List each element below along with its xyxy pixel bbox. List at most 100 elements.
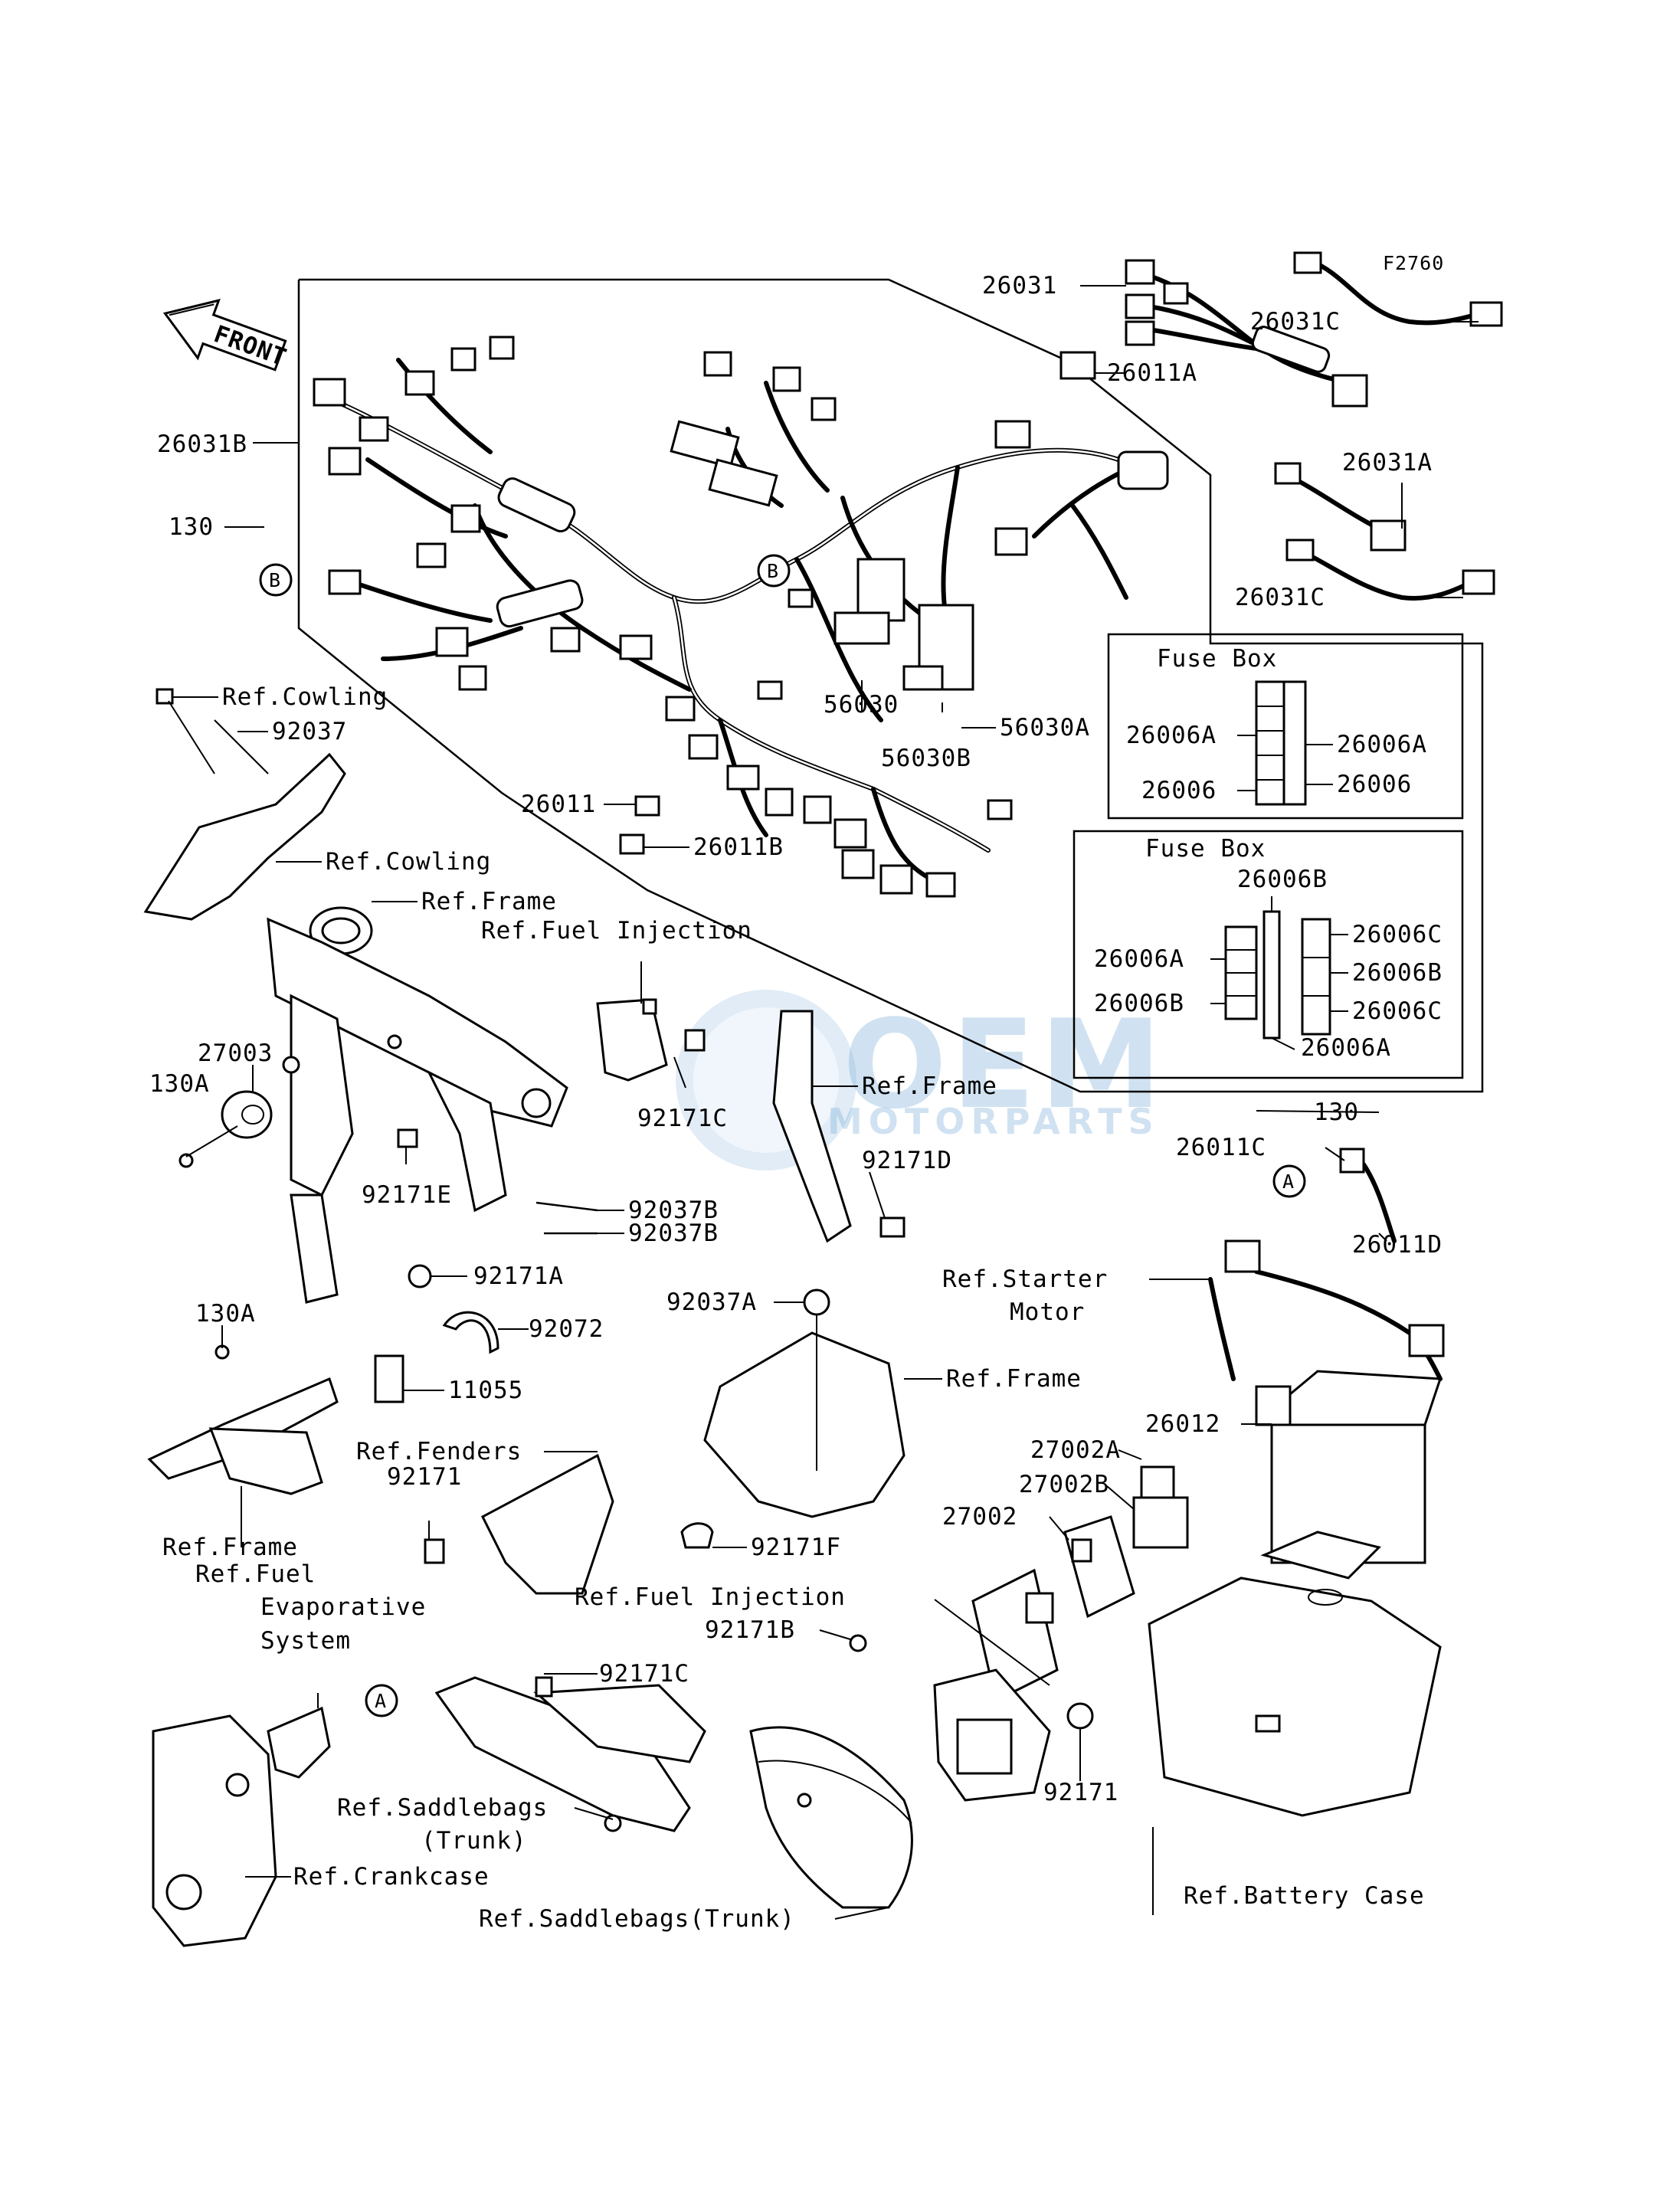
main-harness <box>313 336 1169 898</box>
label-27002b: 27002B <box>1019 1471 1109 1498</box>
circled-ref-b-top: B <box>259 563 293 597</box>
fuse-26006a-left: 26006A <box>1126 722 1217 749</box>
harness-outline <box>297 278 1484 1093</box>
label-92171e: 92171E <box>362 1181 452 1209</box>
fuse-26006c-right-1: 26006C <box>1352 921 1443 948</box>
cowling-bracket <box>143 688 346 921</box>
label-92037a: 92037A <box>666 1288 757 1316</box>
front-arrow-icon: FRONT <box>162 299 290 372</box>
fuse-box-2: Fuse Box 26006B 26006A 26006B 26006C 260… <box>1073 830 1464 1079</box>
fuse-26006b-top: 26006B <box>1237 866 1328 893</box>
connector-26011a <box>1059 351 1096 380</box>
circled-ref-a-right: A <box>1272 1164 1306 1198</box>
saddlebags-bracket <box>434 1676 706 1832</box>
label-26031b: 26031B <box>157 431 247 458</box>
fuse-26006a-right: 26006A <box>1337 731 1427 758</box>
label-26031c-top: 26031C <box>1250 308 1341 336</box>
sub-harness-26031a <box>1274 462 1407 552</box>
part-labels: 26031 26031C 26011A 26031A 26031C 26031B… <box>149 272 1443 1806</box>
svg-text:B: B <box>767 560 779 582</box>
label-26011a: 26011A <box>1107 359 1197 387</box>
label-26012: 26012 <box>1145 1410 1220 1438</box>
label-92171b: 92171B <box>705 1616 795 1644</box>
label-92171f: 92171F <box>751 1534 841 1561</box>
ref-saddlebags-1b: (Trunk) <box>421 1827 527 1855</box>
label-56030: 56030 <box>824 691 899 719</box>
label-92037: 92037 <box>272 718 347 745</box>
fenders-bracket <box>424 1453 614 1595</box>
starter-cable <box>1208 1148 1445 1381</box>
ref-crankcase: Ref.Crankcase <box>293 1863 490 1891</box>
relay-27002b <box>1063 1515 1135 1619</box>
ref-fuel-injection-1: Ref.Fuel Injection <box>481 917 752 945</box>
circled-ref-b-harness: B <box>757 554 791 588</box>
svg-text:A: A <box>1282 1171 1295 1193</box>
ref-frame-3: Ref.Frame <box>946 1365 1082 1393</box>
fuse-26006c-right-3: 26006C <box>1352 997 1443 1025</box>
fuse-box-2-title: Fuse Box <box>1145 835 1266 863</box>
frame-assembly <box>267 906 568 1304</box>
ref-starter-2: Motor <box>1010 1298 1085 1326</box>
label-92171-2: 92171 <box>1043 1779 1118 1806</box>
ref-frame-2: Ref.Frame <box>862 1072 997 1100</box>
label-56030b: 56030B <box>881 745 971 772</box>
fuse-box-1: Fuse Box 26006A 26006 26006A 26006 <box>1107 633 1464 820</box>
svg-text:B: B <box>269 569 281 591</box>
reference-labels: Ref.Cowling Ref.Cowling Ref.Frame Ref.Fu… <box>162 683 1424 1933</box>
ref-fuel-injection-2: Ref.Fuel Injection <box>575 1583 846 1611</box>
evap-bracket <box>267 1693 331 1779</box>
label-26031c-bottom: 26031C <box>1235 584 1325 611</box>
fuse-26006-right: 26006 <box>1337 771 1412 798</box>
ref-cowling-2: Ref.Cowling <box>326 848 491 876</box>
label-130-right: 130 <box>1314 1098 1359 1126</box>
label-11055: 11055 <box>448 1377 523 1404</box>
sub-harness-26031 <box>1125 259 1368 408</box>
label-92171a: 92171A <box>473 1262 564 1290</box>
label-26011: 26011 <box>521 791 596 818</box>
frame-plate <box>703 1288 905 1518</box>
ref-saddlebags-2: Ref.Saddlebags(Trunk) <box>479 1905 795 1933</box>
label-130a-1: 130A <box>149 1070 210 1098</box>
fuse-26006-left: 26006 <box>1141 777 1217 804</box>
frame-bracket-92171d <box>772 1010 905 1243</box>
ref-fuel-evap-3: System <box>260 1627 351 1655</box>
leader-lines <box>172 285 1479 1920</box>
band-92072 <box>442 1311 499 1354</box>
label-92072: 92072 <box>529 1315 604 1343</box>
label-56030a: 56030A <box>1000 714 1090 742</box>
tie-92037b-1 <box>535 1201 598 1212</box>
clip-92171-2 <box>1066 1702 1094 1730</box>
svg-text:A: A <box>375 1690 387 1712</box>
fuse-26006a-bottom-2: 26006A <box>1301 1034 1391 1062</box>
label-26011d: 26011D <box>1352 1231 1443 1259</box>
fuse-26006b-right-2: 26006B <box>1352 959 1443 987</box>
bracket-11055 <box>147 1344 404 1495</box>
clip-92171b <box>849 1634 867 1652</box>
watermark-brand: OEM <box>843 993 1167 1136</box>
fuse-box-1-title: Fuse Box <box>1157 645 1277 673</box>
crankcase <box>152 1714 277 1947</box>
fuse-26006a-left-2: 26006A <box>1094 945 1184 973</box>
label-92171c-2: 92171C <box>599 1660 689 1688</box>
figure-code: F2760 <box>1383 252 1444 274</box>
label-130a-2: 130A <box>195 1300 256 1328</box>
label-26031: 26031 <box>982 272 1057 300</box>
label-26011b: 26011B <box>693 833 784 861</box>
grip-27003 <box>178 1090 273 1168</box>
watermark-sub: MOTORPARTS <box>827 1101 1160 1142</box>
label-130-top: 130 <box>169 513 214 541</box>
label-92171d: 92171D <box>862 1147 952 1174</box>
battery-26012 <box>1255 1370 1443 1564</box>
ref-frame-4: Ref.Frame <box>162 1534 298 1561</box>
ref-cowling-1: Ref.Cowling <box>222 683 388 711</box>
sub-harness-26031c-bottom <box>1285 539 1495 601</box>
ref-fenders: Ref.Fenders <box>356 1438 522 1465</box>
label-92037b-2: 92037B <box>628 1220 719 1247</box>
label-27002a: 27002A <box>1030 1436 1121 1464</box>
ref-fuel-evap-1: Ref.Fuel <box>195 1560 316 1588</box>
ref-frame-1: Ref.Frame <box>421 888 557 915</box>
ref-starter-1: Ref.Starter <box>942 1265 1108 1293</box>
label-26011c: 26011C <box>1176 1134 1266 1161</box>
connector-26011 <box>634 795 660 817</box>
